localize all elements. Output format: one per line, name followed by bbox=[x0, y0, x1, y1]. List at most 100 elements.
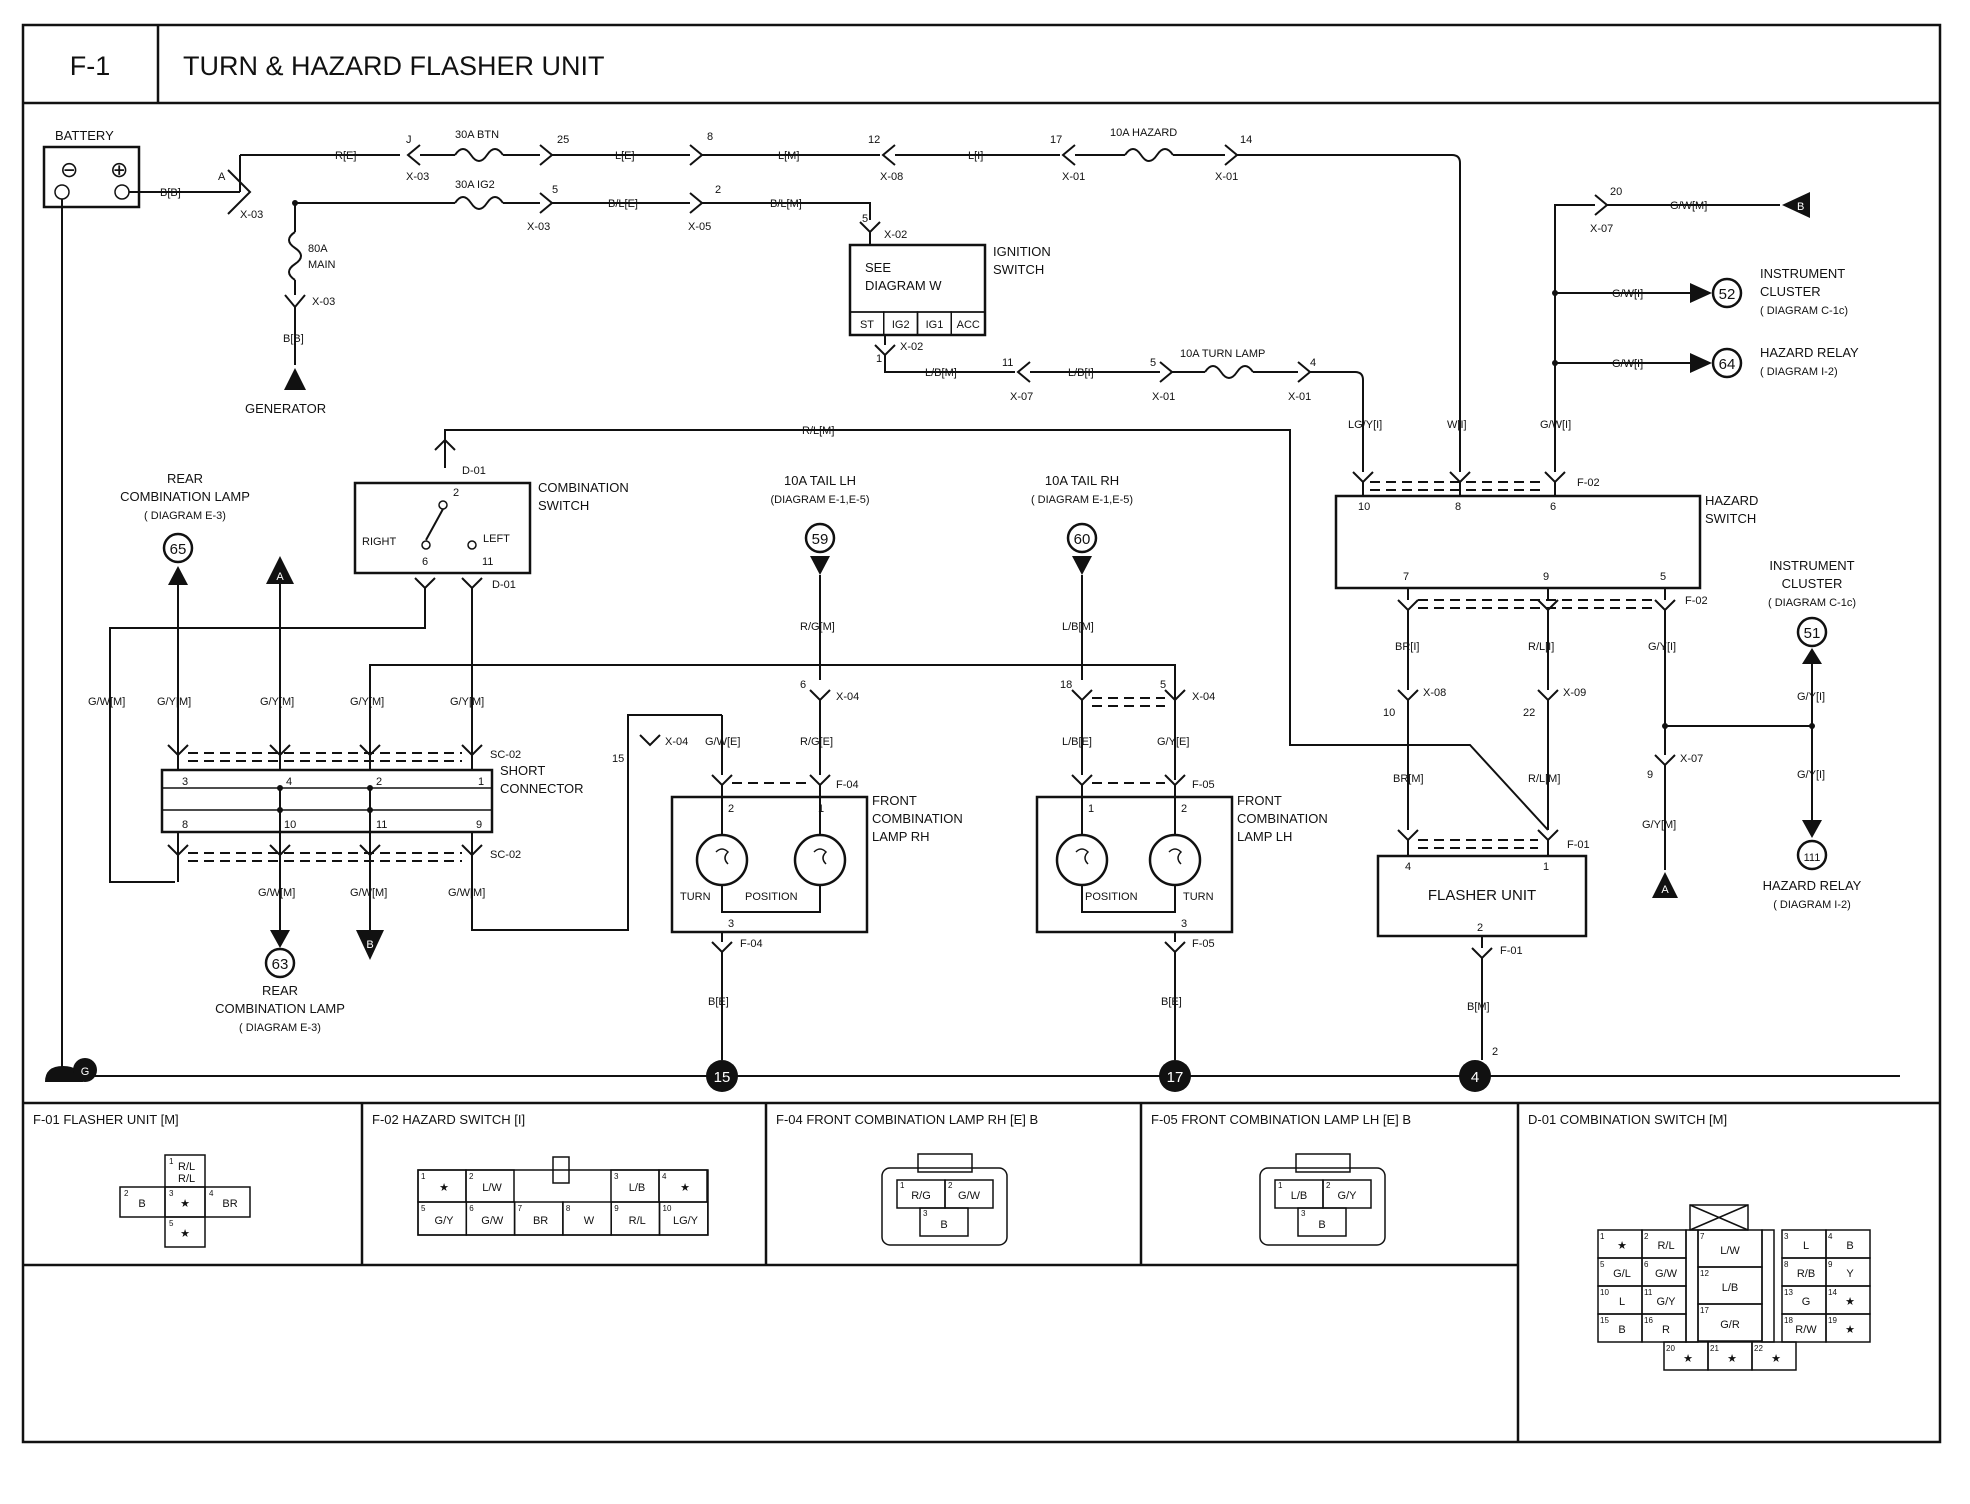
ref-circle-59 bbox=[804, 522, 836, 554]
pin: 13 bbox=[1784, 1288, 1793, 1297]
pin: 6 bbox=[1644, 1260, 1649, 1269]
connector-pin: 5 bbox=[1150, 357, 1156, 369]
wire-label: G/Y[M] bbox=[450, 696, 484, 708]
connector-icon bbox=[711, 774, 733, 787]
wire-label: LG/Y[I] bbox=[1348, 419, 1382, 431]
wire-label: G/W[M] bbox=[350, 887, 387, 899]
ref-52-text: INSTRUMENT bbox=[1760, 266, 1845, 281]
connector-label: X-08 bbox=[880, 171, 903, 183]
diagram-frame bbox=[21, 23, 1942, 1444]
fuse-icon bbox=[454, 196, 504, 210]
pin: 6 bbox=[422, 556, 428, 568]
ref-circle-65 bbox=[162, 532, 194, 564]
connector-label: X-04 bbox=[836, 691, 859, 703]
wire-label: B[B] bbox=[160, 187, 181, 199]
connector-pin: 17 bbox=[1050, 134, 1062, 146]
pin: 22 bbox=[1523, 707, 1535, 719]
wire-label: G/W[M] bbox=[448, 887, 485, 899]
wire-label: G/W[M] bbox=[88, 696, 125, 708]
connector-label: F-04 bbox=[836, 779, 859, 791]
connector-icon bbox=[461, 744, 483, 757]
splice bbox=[367, 785, 373, 791]
pin: 1 bbox=[818, 803, 824, 815]
fcl-lh-label: LAMP LH bbox=[1237, 829, 1292, 844]
connector-icon bbox=[1654, 754, 1676, 767]
connector-icon bbox=[284, 294, 306, 309]
pin: 10 bbox=[663, 1204, 672, 1213]
ground-g-label: G bbox=[81, 1066, 90, 1078]
fuse-icon bbox=[1124, 148, 1174, 162]
connector-label: F-05 bbox=[1192, 938, 1215, 950]
connector-icon bbox=[689, 192, 704, 214]
wire-label: L/B[E] bbox=[1062, 736, 1092, 748]
connector-icon bbox=[1061, 144, 1076, 166]
wire-label: R/L[M] bbox=[802, 425, 834, 437]
splice bbox=[277, 807, 283, 813]
f01-c4: BR bbox=[222, 1198, 237, 1210]
pin: 10 bbox=[1383, 707, 1395, 719]
f04-c3: B bbox=[940, 1219, 947, 1231]
d01-hatch bbox=[1685, 1229, 1699, 1343]
pin: 6 bbox=[800, 679, 806, 691]
wire-label: G/Y[M] bbox=[350, 696, 384, 708]
wire-label: G/W[I] bbox=[1612, 358, 1643, 370]
ref-circle-111 bbox=[1796, 839, 1828, 871]
pin: 5 bbox=[1660, 571, 1666, 583]
wire-label: L/B[M] bbox=[1062, 621, 1094, 633]
connector-pin: 25 bbox=[557, 134, 569, 146]
pin: 21 bbox=[1710, 1344, 1719, 1353]
connector-label: X-03 bbox=[312, 296, 335, 308]
pin: 9 bbox=[614, 1204, 619, 1213]
connector-pin: 5 bbox=[552, 184, 558, 196]
hazard-switch bbox=[1334, 494, 1702, 590]
pin: 19 bbox=[1828, 1316, 1837, 1325]
connector-label: X-02 bbox=[884, 229, 907, 241]
wire-label: BR[M] bbox=[1393, 773, 1424, 785]
connector-label: D-01 bbox=[492, 579, 516, 591]
f05-connector-view: 1 L/B 2 G/Y 3 B bbox=[1259, 1153, 1386, 1246]
wire-label: B[E] bbox=[708, 996, 729, 1008]
pin: 1 bbox=[169, 1157, 174, 1166]
bulb-filament bbox=[813, 848, 828, 865]
ref-64: 64 bbox=[1719, 356, 1736, 373]
turn-bulb-icon bbox=[695, 833, 749, 887]
ref-63: 63 bbox=[272, 956, 289, 973]
wire bbox=[1081, 885, 1176, 913]
pin: 1 bbox=[1278, 1181, 1283, 1190]
position-label: POSITION bbox=[1085, 891, 1138, 903]
ref-60-text: 10A TAIL RH bbox=[1045, 473, 1119, 488]
f05-c3: B bbox=[1318, 1219, 1325, 1231]
f01-c2: B bbox=[138, 1198, 145, 1210]
turn-bulb-icon bbox=[1148, 833, 1202, 887]
d01-cell-label: ★ bbox=[1617, 1240, 1627, 1252]
pin: 2 bbox=[1181, 803, 1187, 815]
pin: 10 bbox=[284, 819, 296, 831]
ground-15-label: 15 bbox=[714, 1069, 731, 1086]
wire-label: B[M] bbox=[1467, 1001, 1490, 1013]
pin: 2 bbox=[948, 1181, 953, 1190]
pin: 3 bbox=[169, 1189, 174, 1198]
hazard-switch-label: HAZARD bbox=[1705, 493, 1758, 508]
wire-rl bbox=[444, 429, 1549, 831]
d01-hatch bbox=[1761, 1229, 1775, 1343]
d01-cell-label: G/L bbox=[1613, 1268, 1631, 1280]
pin: 10 bbox=[1600, 1288, 1609, 1297]
pin: 2 bbox=[728, 803, 734, 815]
f05-title: F-05 FRONT COMBINATION LAMP LH [E] B bbox=[1151, 1112, 1411, 1127]
connector-label: X-01 bbox=[1288, 391, 1311, 403]
wire bbox=[721, 885, 821, 913]
cell bbox=[1322, 1179, 1372, 1209]
connector-pin: 1 bbox=[876, 353, 882, 365]
pin: 1 bbox=[1600, 1232, 1605, 1241]
wire-label: B[B] bbox=[283, 333, 304, 345]
wire-label: G/W[M] bbox=[1670, 200, 1707, 212]
pin: 1 bbox=[1543, 861, 1549, 873]
pin: 4 bbox=[1828, 1232, 1833, 1241]
pin: 5 bbox=[1600, 1260, 1605, 1269]
connector-pin: 4 bbox=[1310, 357, 1316, 369]
f05-c2: G/Y bbox=[1338, 1190, 1358, 1202]
pin: 4 bbox=[662, 1172, 667, 1181]
ref-59-text: (DIAGRAM E-1,E-5) bbox=[770, 494, 869, 506]
connector-label: X-02 bbox=[900, 341, 923, 353]
connector-label: X-01 bbox=[1062, 171, 1085, 183]
